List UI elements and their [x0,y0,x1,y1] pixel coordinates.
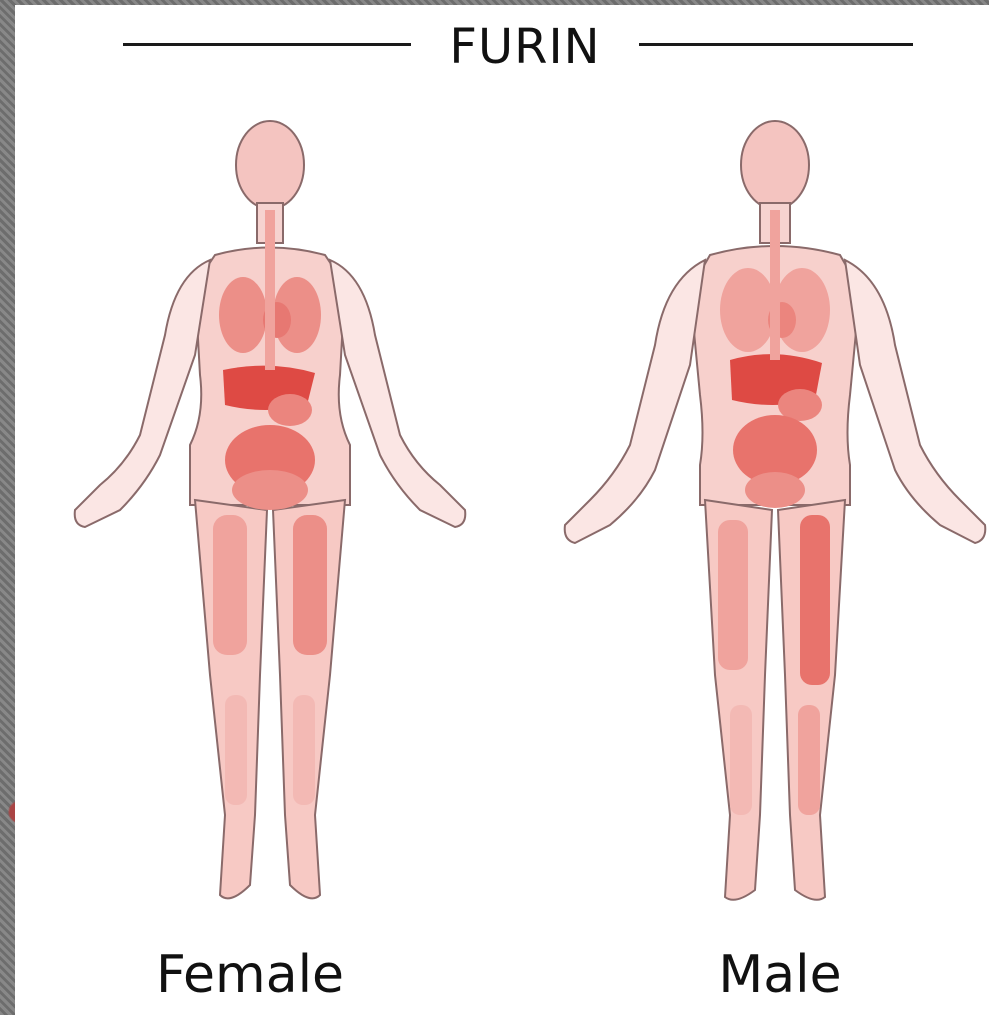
female-left-lung [219,277,267,353]
title-rule-right [639,43,913,46]
male-right-calf [798,705,820,815]
male-body-illustration [560,115,989,915]
male-right-thigh-muscle [800,515,830,685]
female-left-thigh-muscle [213,515,247,655]
female-body-illustration [45,115,495,915]
title-row: FURIN [15,19,989,75]
male-head [741,121,809,209]
female-stomach [268,394,312,426]
female-label: Female [125,940,375,1010]
title-rule-left [123,43,411,46]
female-esophagus [265,210,275,370]
male-label: Male [665,940,895,1010]
male-right-arm [845,260,985,543]
male-left-calf [730,705,752,815]
female-right-thigh-muscle [293,515,327,655]
female-right-calf [293,695,315,805]
male-esophagus [770,210,780,360]
male-left-arm [565,260,705,543]
male-pelvis [745,472,805,508]
male-left-lung [720,268,776,352]
female-left-calf [225,695,247,805]
female-head [236,121,304,209]
figure-panel: FURIN [15,5,989,1015]
figure-title: FURIN [411,19,639,75]
male-left-thigh-muscle [718,520,748,670]
female-pelvis [232,470,308,510]
